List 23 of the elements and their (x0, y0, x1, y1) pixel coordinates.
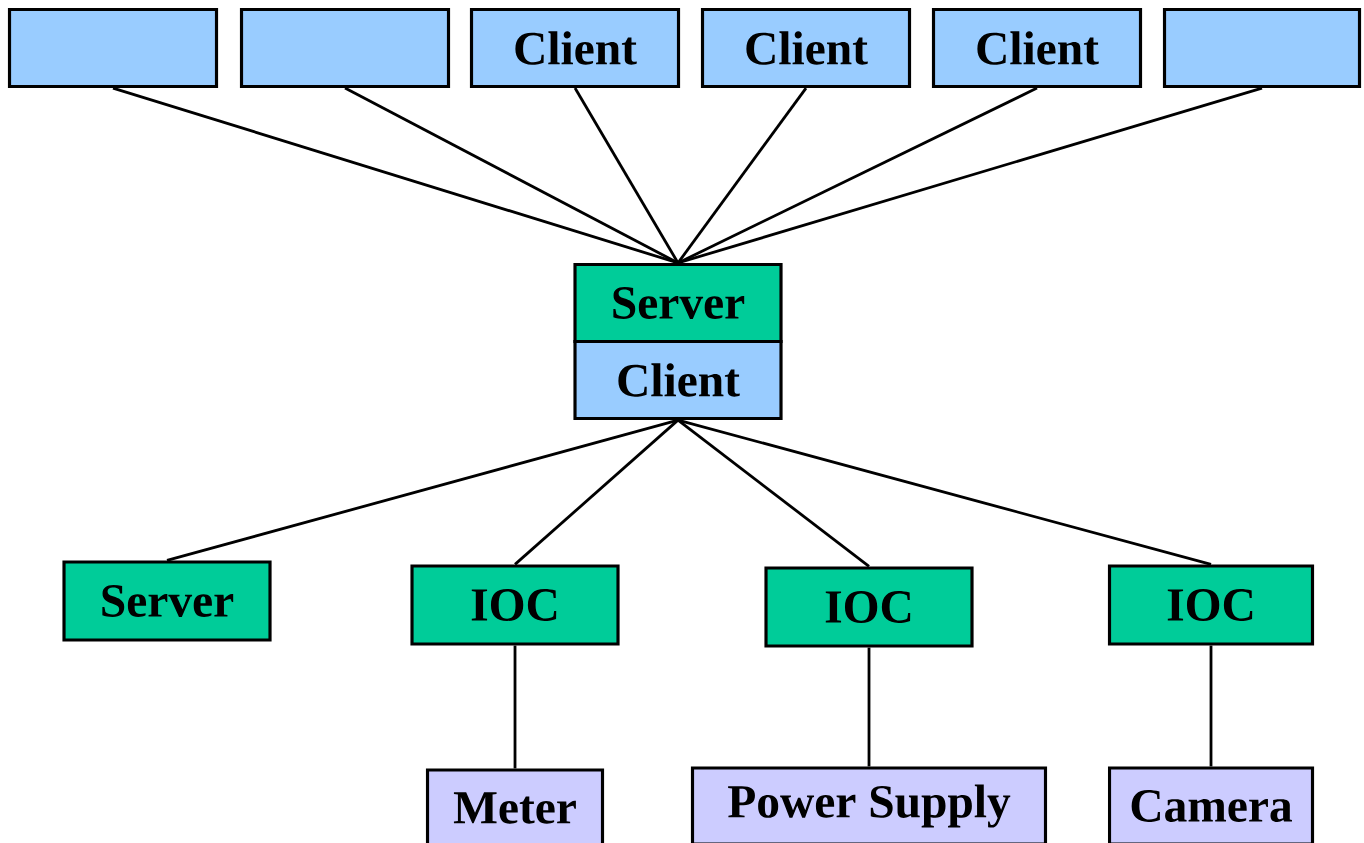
connector-line (867, 647, 871, 767)
device-box: Camera (1107, 766, 1315, 843)
connector-line (1209, 645, 1213, 767)
connector-line (573, 87, 680, 264)
connector-line (166, 418, 679, 562)
device-box: Meter (425, 768, 605, 843)
box (1162, 7, 1362, 89)
server-box: Server (62, 560, 272, 642)
client-box: Client (931, 7, 1143, 89)
connector-line (513, 645, 517, 769)
connector-line (676, 87, 808, 264)
ioc-box: IOC (1107, 564, 1315, 646)
box (7, 7, 219, 89)
client-box: Client (573, 339, 783, 421)
connector-line (677, 418, 1212, 566)
server-box: Server (573, 262, 783, 344)
connector-line (514, 419, 679, 566)
device-box: Power Supply (690, 766, 1048, 843)
client-box: Client (469, 7, 681, 89)
ioc-box: IOC (410, 564, 620, 646)
client-box: Client (700, 7, 912, 89)
ioc-box: IOC (764, 566, 974, 648)
box (239, 7, 451, 89)
